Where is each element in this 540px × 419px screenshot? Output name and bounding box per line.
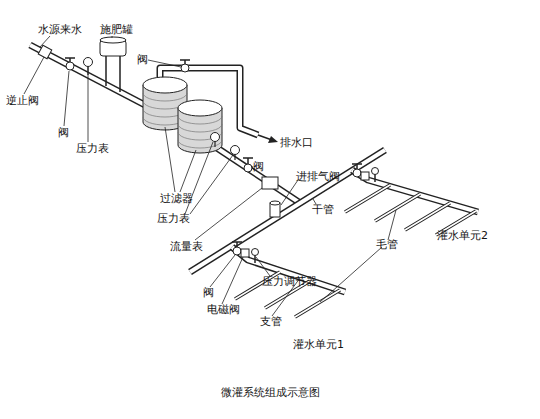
part-label: 排水口 (280, 136, 313, 149)
part-label: 压力表 (157, 212, 190, 225)
leader-line (195, 188, 262, 240)
part-label: 流量表 (170, 240, 203, 253)
part-label: 灌水单元1 (293, 338, 344, 351)
leader-line (64, 71, 69, 126)
lateral-pipe (235, 272, 340, 317)
leader-line (222, 257, 243, 304)
lateral-pipe (345, 185, 476, 235)
tank-hose (106, 56, 120, 92)
leader-line (252, 166, 253, 168)
leader-line (40, 36, 50, 47)
part-label: 阀 (137, 53, 148, 66)
part-label: 灌水单元2 (437, 229, 488, 242)
leader-line (148, 60, 181, 67)
pressure-regulator (252, 249, 259, 256)
pressure-gauge (211, 133, 220, 142)
valve-body (244, 164, 252, 172)
part-label: 阀 (253, 160, 264, 173)
part-label: 水源来水 (38, 23, 82, 36)
lateral-pipe (345, 185, 476, 235)
part-label: 干管 (312, 203, 334, 216)
sub-main-pipe (352, 170, 478, 212)
flow-meter (262, 177, 278, 189)
solenoid-valve (241, 249, 249, 257)
leader-line (320, 210, 396, 302)
sub-main-pipe (232, 247, 345, 292)
sub-main-pipe (352, 170, 478, 212)
inlet-pipe (30, 45, 145, 105)
filter-top (178, 100, 222, 116)
leader-line (256, 257, 270, 276)
drain-arrow-head (268, 136, 278, 143)
air-valve-top (270, 201, 280, 205)
part-label: 阀 (203, 286, 214, 299)
pressure-gauge (231, 146, 240, 155)
part-label: 过滤器 (160, 192, 193, 205)
leader-line (24, 57, 44, 94)
leader-line (210, 255, 235, 287)
part-label: 压力表 (76, 142, 109, 155)
pressure-gauge (84, 58, 93, 67)
part-label: 施肥罐 (100, 23, 133, 36)
fertilizer-tank-top (100, 37, 126, 43)
leader-line (88, 67, 89, 142)
filter-top (143, 77, 187, 93)
solenoid-valve (361, 172, 369, 180)
lateral-pipe (235, 272, 340, 317)
pressure-regulator (372, 168, 379, 175)
figure-caption: 微灌系统组成示意图 (0, 386, 540, 400)
part-label: 逆止阀 (6, 94, 39, 107)
valve-body (353, 169, 361, 177)
valve-body (181, 64, 189, 72)
inlet-pipe (30, 45, 145, 105)
part-label: 电磁阀 (207, 303, 240, 316)
sub-main-pipe (232, 247, 345, 292)
part-label: 毛管 (376, 238, 398, 251)
valve-body (66, 62, 74, 70)
leader-line (281, 180, 298, 205)
valve-body (233, 247, 241, 255)
part-label: 支管 (260, 315, 282, 328)
leader-line (165, 127, 196, 192)
check-valve (38, 45, 52, 59)
part-label: 阀 (58, 126, 69, 139)
part-label: 压力调节器 (262, 275, 317, 288)
part-label: 进排气阀 (296, 170, 340, 183)
leader-line (112, 36, 113, 38)
